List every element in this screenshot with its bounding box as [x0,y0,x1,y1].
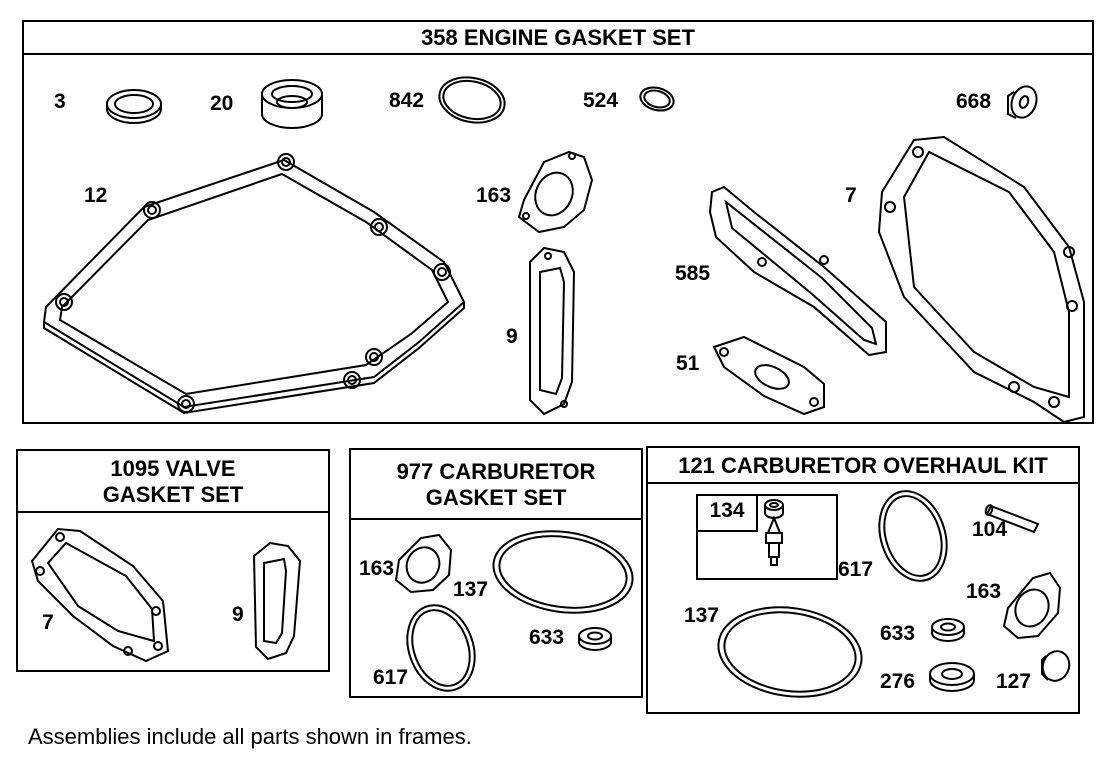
part-label-7: 7 [845,184,857,207]
part-label-585: 585 [675,262,711,285]
washer-633-drawing [578,627,612,651]
engine-gasket-set-frame: 358 ENGINE GASKET SET [22,20,1094,424]
part-label-842: 842 [389,89,425,112]
engine-gasket-diagram [42,76,1085,424]
seal-3-drawing [106,89,162,124]
carb-gasket-set-title: 977 CARBURETOR GASKET SET [351,450,641,520]
pin-104-drawing [984,504,1040,534]
exhaust-gasket-51-drawing [712,335,825,416]
washer-633-drawing [931,618,965,642]
carb-gasket-diagram [394,530,634,692]
footnote: Assemblies include all parts shown in fr… [28,724,472,749]
carb-title-line1: 977 CARBURETOR [396,459,596,484]
carb-title-line2: GASKET SET [425,485,567,510]
part-label-163: 163 [359,557,395,580]
part-label-20: 20 [210,92,234,115]
crankcase-gasket-12-drawing [42,153,466,415]
valve-title-line2: GASKET SET [102,482,244,507]
part-label-617: 617 [373,666,409,689]
part-label-104: 104 [972,518,1008,541]
valve-gasket-set-title: 1095 VALVE GASKET SET [18,451,328,513]
gasket-163-drawing [1002,571,1062,640]
o-ring-137-drawing [717,606,863,698]
needle-valve-subframe: 134 [696,494,838,580]
oil-seal-20-drawing [261,79,323,129]
carb-overhaul-kit-title: 121 CARBURETOR OVERHAUL KIT [648,448,1078,484]
needle-valve-subframe-title: 134 [698,496,758,532]
washer-276-drawing [929,662,975,692]
valve-cover-gasket-9-drawing [252,541,302,661]
valve-gasket-diagram [30,527,302,663]
part-label-163: 163 [966,580,1002,603]
gasket-163-drawing [517,150,594,234]
part-label-9: 9 [232,603,244,626]
valve-gasket-set-frame: 1095 VALVE GASKET SET 7 9 [16,449,330,672]
carb-overhaul-kit-frame: 121 CARBURETOR OVERHAUL KIT 134 [646,446,1080,714]
valve-title-line1: 1095 VALVE [110,456,236,481]
o-ring-617-drawing [878,490,948,582]
part-label-127: 127 [996,670,1032,693]
part-label-524: 524 [583,89,619,112]
part-label-51: 51 [676,352,700,375]
part-label-12: 12 [84,184,108,207]
part-label-633: 633 [529,626,565,649]
part-label-163: 163 [476,184,512,207]
part-label-668: 668 [956,90,992,113]
part-label-9: 9 [506,325,518,348]
part-label-633: 633 [880,622,916,645]
inlet-needle-drawing [764,499,784,566]
washer-668-drawing [1007,85,1038,119]
breather-gasket-585-drawing [708,185,887,357]
head-gasket-7-drawing [30,527,170,663]
gasket-163-drawing [394,533,453,594]
o-ring-524-drawing [639,86,675,112]
part-label-617: 617 [838,558,874,581]
part-label-276: 276 [880,670,916,693]
part-label-137: 137 [453,578,489,601]
plug-127-drawing [1041,650,1071,682]
o-ring-137-drawing [492,530,634,614]
part-label-137: 137 [684,604,720,627]
carb-gasket-set-frame: 977 CARBURETOR GASKET SET 163 137 633 61… [349,448,643,698]
part-label-7: 7 [42,611,54,634]
head-gasket-7-drawing [877,135,1085,424]
part-label-3: 3 [54,90,66,113]
engine-gasket-set-title: 358 ENGINE GASKET SET [24,22,1092,55]
carb-overhaul-diagram [717,490,1071,698]
o-ring-617-drawing [406,604,476,692]
valve-cover-gasket-9-drawing [529,246,576,416]
o-ring-842-drawing [438,76,506,124]
